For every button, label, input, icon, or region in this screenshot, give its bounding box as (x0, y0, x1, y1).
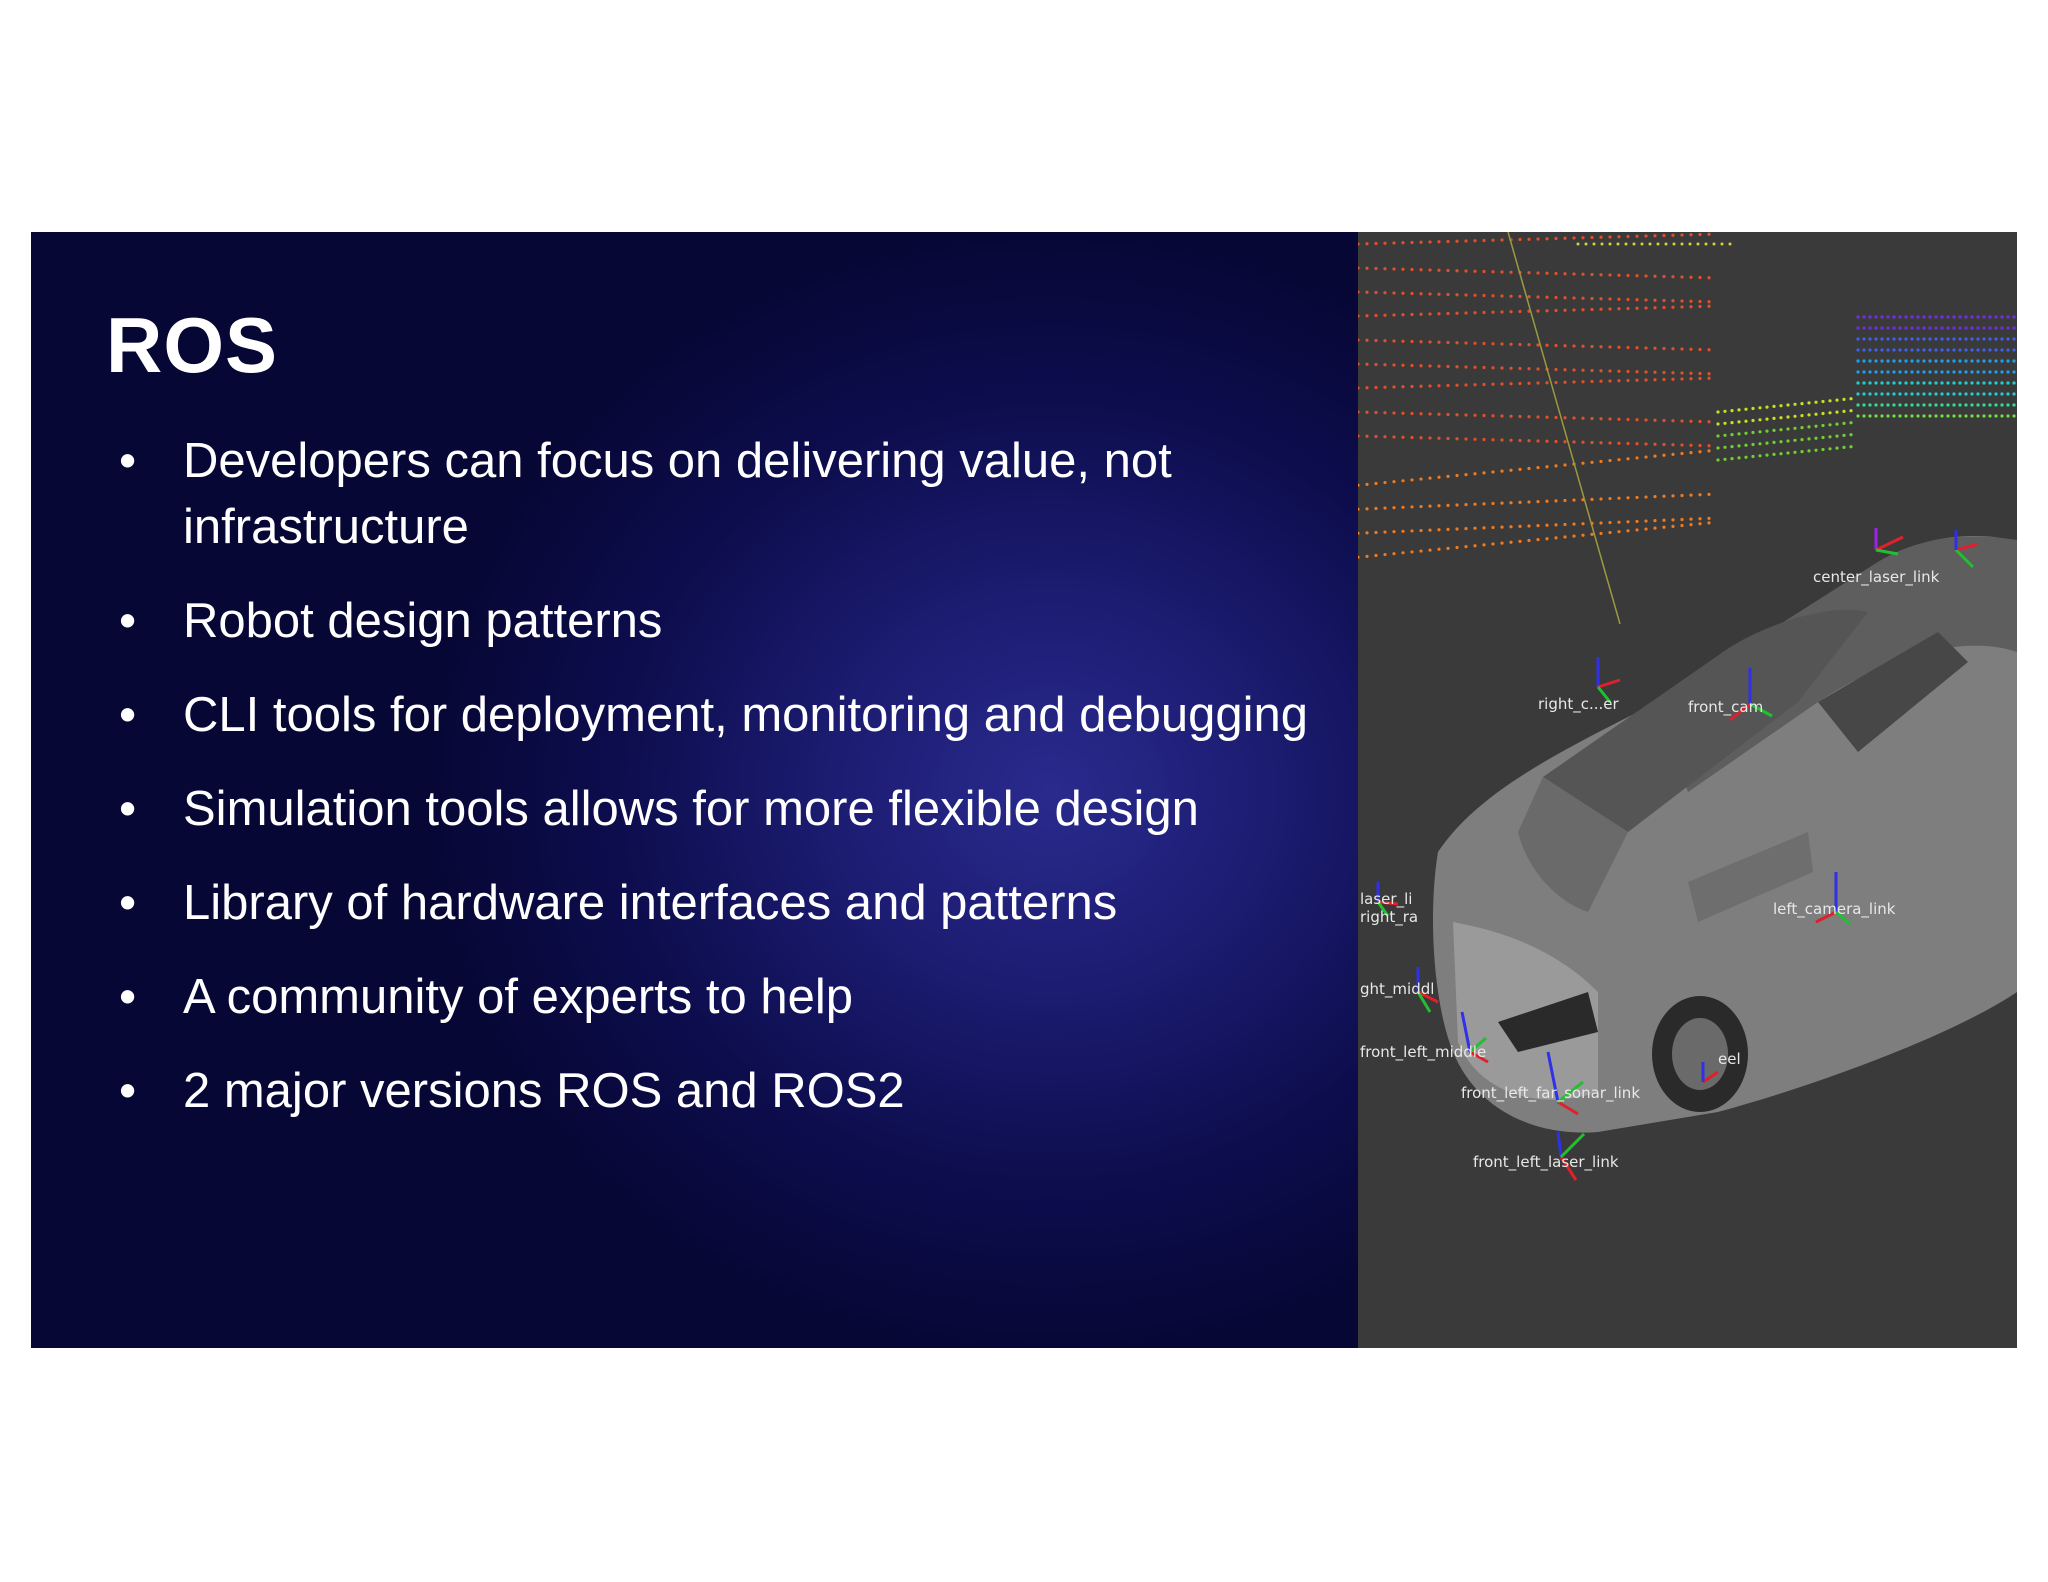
slide: ROS • Developers can focus on delivering … (31, 232, 2017, 1348)
bullet-item: • Library of hardware interfaces and patt… (91, 870, 1381, 936)
bullet-dot: • (119, 970, 137, 1024)
frame-label-wheel: eel (1718, 1050, 1741, 1068)
tf-frame (1596, 657, 1621, 703)
bullet-list: • Developers can focus on delivering valu… (91, 428, 1381, 1152)
bullet-dot: • (119, 688, 137, 742)
frame-label-left-camera: left_camera_link (1773, 900, 1896, 919)
frame-label-front-cam: front_cam (1688, 698, 1763, 717)
rviz-scene: center_laser_link right_c...er front_cam… (1358, 232, 2017, 1348)
frame-label-laser-left: laser_li (1360, 890, 1412, 909)
bullet-item: • Robot design patterns (91, 588, 1381, 654)
bullet-item: • Simulation tools allows for more flexib… (91, 776, 1381, 842)
bullet-dot: • (119, 594, 137, 648)
frame-label-right-middle: ght_middl (1360, 980, 1434, 999)
tf-frame (1874, 528, 1904, 556)
frame-label-front-left-far-sonar: front_left_far_sonar_link (1461, 1084, 1640, 1103)
bullet-dot: • (119, 1064, 137, 1118)
bullet-item: • Developers can focus on delivering valu… (91, 428, 1381, 560)
tf-frame (1460, 1011, 1489, 1064)
frame-label-center-laser: center_laser_link (1813, 568, 1940, 587)
bullet-dot: • (119, 876, 137, 930)
bullet-dot: • (119, 434, 137, 488)
bullet-text: Library of hardware interfaces and patte… (183, 876, 1118, 930)
bullet-text: CLI tools for deployment, monitoring and… (183, 688, 1308, 742)
bullet-text: Robot design patterns (183, 594, 663, 648)
ros-visualization-image: center_laser_link right_c...er front_cam… (1358, 232, 2017, 1348)
tf-frame (1416, 967, 1439, 1013)
bullet-text: A community of experts to help (183, 970, 853, 1024)
bullet-text: Simulation tools allows for more flexibl… (183, 782, 1199, 836)
tf-frame (1954, 530, 1979, 569)
text-panel: ROS • Developers can focus on delivering … (31, 232, 1358, 1348)
lidar-point-cloud (1358, 232, 2016, 559)
frame-label-right-corner: right_c...er (1538, 695, 1620, 714)
bullet-dot: • (119, 782, 137, 836)
tf-frame (1556, 1131, 1586, 1181)
tf-frame (1729, 668, 1773, 722)
bullet-item: • A community of experts to help (91, 964, 1381, 1030)
tf-frame (1701, 1062, 1719, 1084)
tf-frame (1815, 872, 1851, 926)
tf-frames (1376, 528, 1979, 1181)
bullet-item: • CLI tools for deployment, monitoring an… (91, 682, 1381, 748)
bullet-text: Developers can focus on delivering value… (183, 434, 1172, 554)
car-model (1433, 536, 2017, 1133)
frame-label-right-ra: right_ra (1360, 908, 1418, 927)
bullet-text: 2 major versions ROS and ROS2 (183, 1064, 905, 1118)
tf-frame (1376, 882, 1399, 917)
bullet-item: • 2 major versions ROS and ROS2 (91, 1058, 1381, 1124)
frame-label-front-left-laser: front_left_laser_link (1473, 1153, 1619, 1172)
slide-title: ROS (106, 301, 279, 389)
tf-frame (1546, 1051, 1584, 1116)
frame-label-front-left-middle: front_left_middle (1360, 1043, 1486, 1062)
